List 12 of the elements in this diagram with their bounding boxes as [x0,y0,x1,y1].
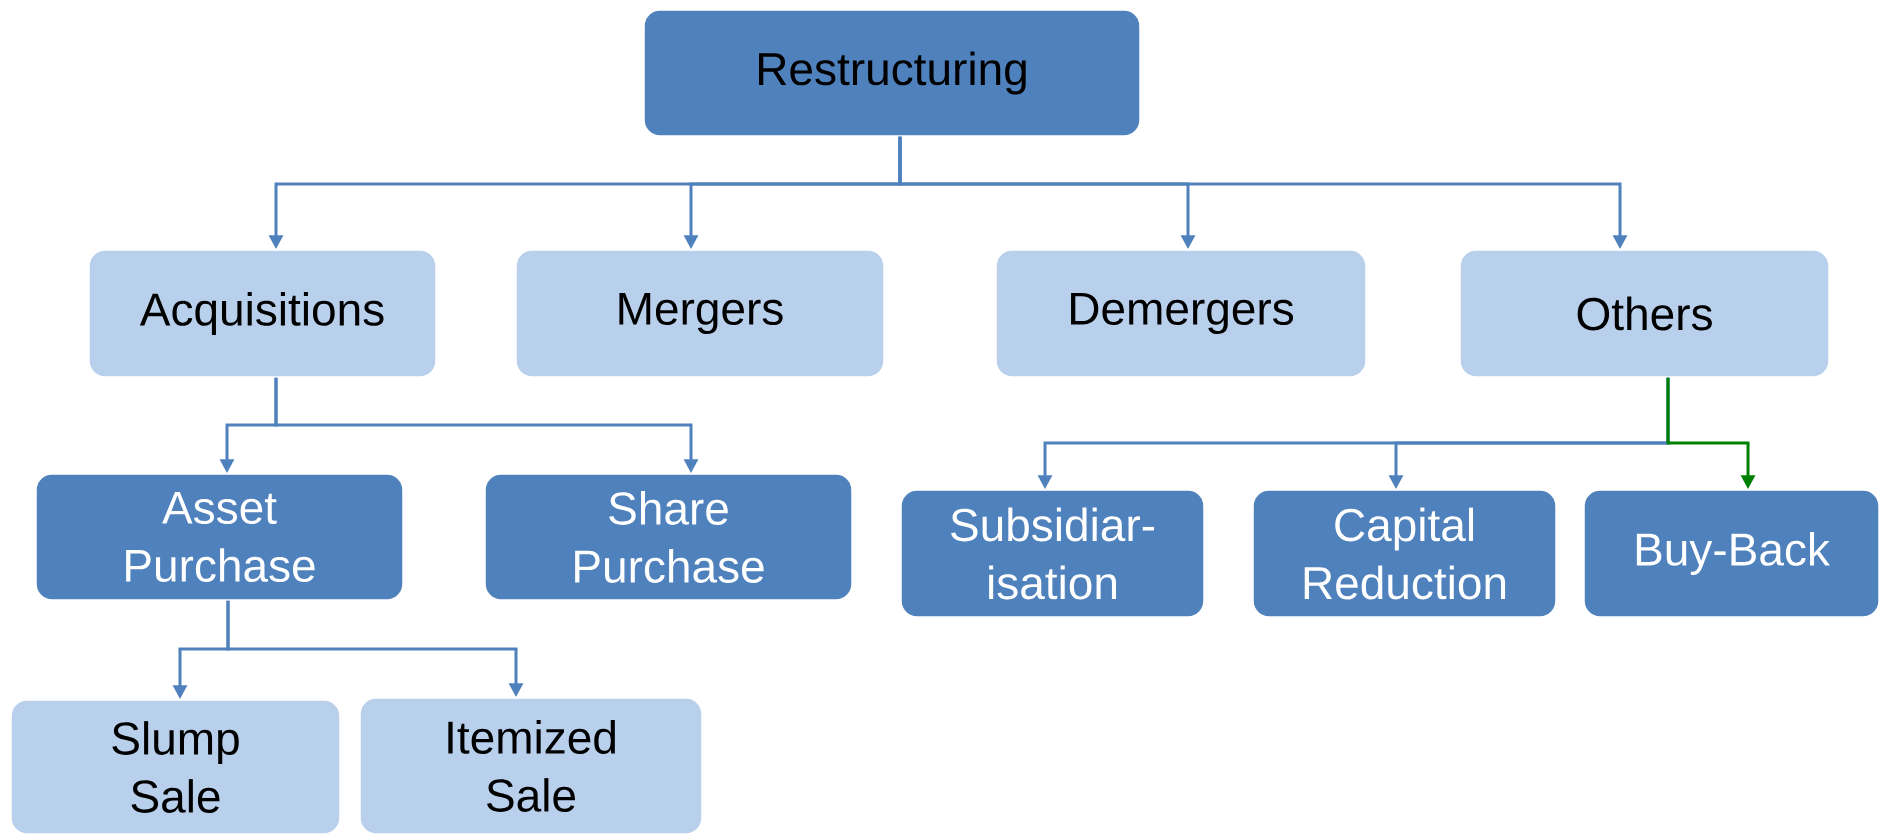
process-box: Mergers [515,249,885,378]
process-box: Acquisitions [88,249,437,378]
process-box: Asset Purchase [35,473,404,601]
process-box: Others [1459,249,1830,378]
process-box: Capital Reduction [1252,489,1557,618]
process-box: Subsidiar- isation [900,489,1205,618]
process-box: Slump Sale [10,699,341,835]
process-box: Itemized Sale [359,697,703,835]
process-box: Restructuring [643,9,1141,137]
process-box: Share Purchase [484,473,853,601]
process-box: Buy-Back [1583,489,1880,618]
process-box: Demergers [995,249,1367,378]
